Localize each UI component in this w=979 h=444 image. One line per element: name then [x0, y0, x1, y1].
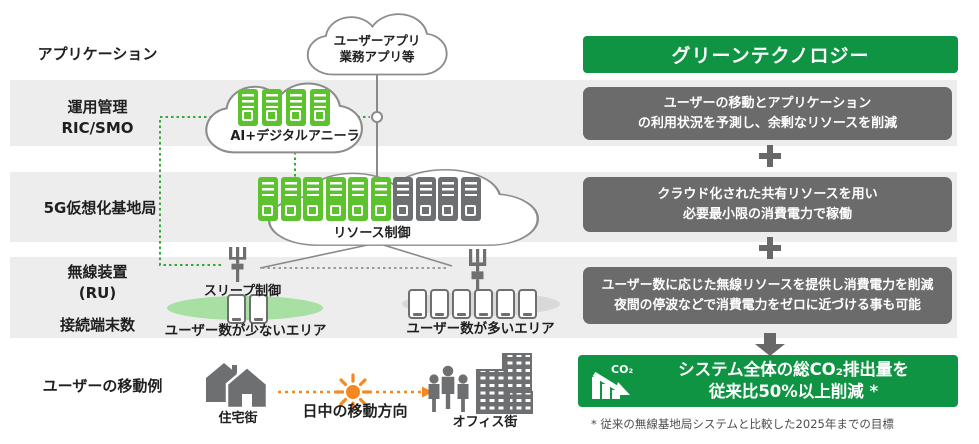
footnote: * 従来の無線基地局システムと比較した2025年までの目標	[591, 417, 894, 431]
plus-icon	[759, 145, 781, 167]
radio-line2: (RU)	[78, 284, 117, 303]
row-label-radio-unit: 無線装置 (RU)	[30, 262, 165, 305]
row-label-movement: ユーザーの移動例	[42, 377, 163, 395]
office-label: オフィス街	[452, 415, 518, 430]
smartphone-icon	[518, 289, 537, 319]
server-icon-inactive	[393, 177, 413, 221]
server-icon-inactive	[438, 177, 458, 221]
server-icon-inactive	[461, 177, 481, 221]
smartphone-icon	[430, 289, 449, 319]
co2-result-box: CO₂ システム全体の総CO₂排出量を 従来比50%以上削減 *	[578, 355, 958, 407]
row-label-operations: 運用管理 RIC/SMO	[30, 97, 165, 140]
houses-icon	[206, 363, 269, 408]
antenna-icon	[469, 249, 487, 296]
co2-result-text: システム全体の総CO₂排出量を 従来比50%以上削減 *	[639, 359, 948, 404]
ai-cloud-label: AI+デジタルアニーラ	[230, 129, 360, 144]
daytime-direction-label: 日中の移動方向	[302, 402, 408, 420]
operations-line2: RIC/SMO	[61, 119, 134, 138]
benefit-box-3-line1: ユーザー数に応じた無線リソースを提供し消費電力を削減	[601, 278, 934, 294]
benefit-box-2-line2: 必要最小限の消費電力で稼働	[682, 206, 852, 222]
app-cloud-line2: 業務アプリ等	[339, 48, 415, 64]
co2-result-line2: 従来比50%以上削減 *	[708, 382, 879, 401]
antenna-icon	[229, 247, 247, 282]
residential-label: 住宅街	[218, 411, 258, 426]
benefit-box-1-line2: の利用状況を予測し、余剰なリソースを削減	[637, 115, 898, 131]
smartphone-icon	[496, 289, 515, 319]
server-icon	[281, 177, 301, 221]
down-arrow-icon	[755, 333, 785, 356]
benefit-box-1: ユーザーの移動とアプリケーション の利用状況を予測し、余剰なリソースを削減	[583, 87, 952, 140]
row-label-application: アプリケーション	[37, 45, 158, 63]
benefit-box-2-line1: クラウド化された共有リソースを用い	[657, 187, 878, 202]
low-user-area-label: ユーザー数が少ないエリア	[164, 323, 327, 339]
radio-line1: 無線装置	[67, 263, 128, 281]
smartphone-icon	[408, 289, 427, 319]
server-icon	[258, 177, 278, 221]
co2-reduction-icon: CO₂	[592, 363, 633, 399]
server-icon	[238, 89, 258, 126]
server-icon	[303, 177, 323, 221]
benefit-box-2: クラウド化された共有リソースを用い 必要最小限の消費電力で稼働	[583, 177, 952, 232]
co2-icon-text: CO₂	[611, 363, 633, 376]
sleep-control-label: スリープ制御	[203, 284, 282, 299]
co2-result-line1: システム全体の総CO₂排出量を	[678, 359, 909, 379]
benefit-box-3: ユーザー数に応じた無線リソースを提供し消費電力を削減 夜間の停波などで消費電力を…	[583, 267, 952, 324]
benefit-box-1-line1: ユーザーの移動とアプリケーション	[663, 96, 872, 111]
smartphone-icon	[452, 289, 471, 319]
high-user-area-label: ユーザー数が多いエリア	[406, 321, 555, 337]
smartphone-icon	[249, 294, 268, 324]
app-cloud-label: ユーザーアプリ 業務アプリ等	[312, 33, 442, 64]
benefit-box-3-line2: 夜間の停波などで消費電力をゼロに近づける事も可能	[614, 297, 921, 313]
smartphone-icon	[227, 294, 246, 324]
operations-line1: 運用管理	[67, 98, 128, 116]
server-icon	[348, 177, 368, 221]
server-icon	[371, 177, 391, 221]
office-icon	[428, 353, 533, 414]
server-icon	[286, 89, 306, 126]
server-icon	[326, 177, 346, 221]
green-technology-header: グリーンテクノロジー	[583, 36, 958, 73]
resource-cloud-label: リソース制御	[333, 226, 411, 241]
server-icon	[262, 89, 282, 126]
server-icon-inactive	[416, 177, 436, 221]
plus-icon	[759, 237, 781, 259]
smartphone-icon	[474, 289, 493, 319]
row-label-base-station: 5G仮想化基地局	[43, 199, 157, 217]
app-cloud-icon	[306, 13, 448, 76]
server-icon	[310, 89, 330, 126]
app-cloud-line1: ユーザーアプリ	[333, 33, 421, 48]
row-label-terminals: 接続端末数	[59, 316, 135, 334]
